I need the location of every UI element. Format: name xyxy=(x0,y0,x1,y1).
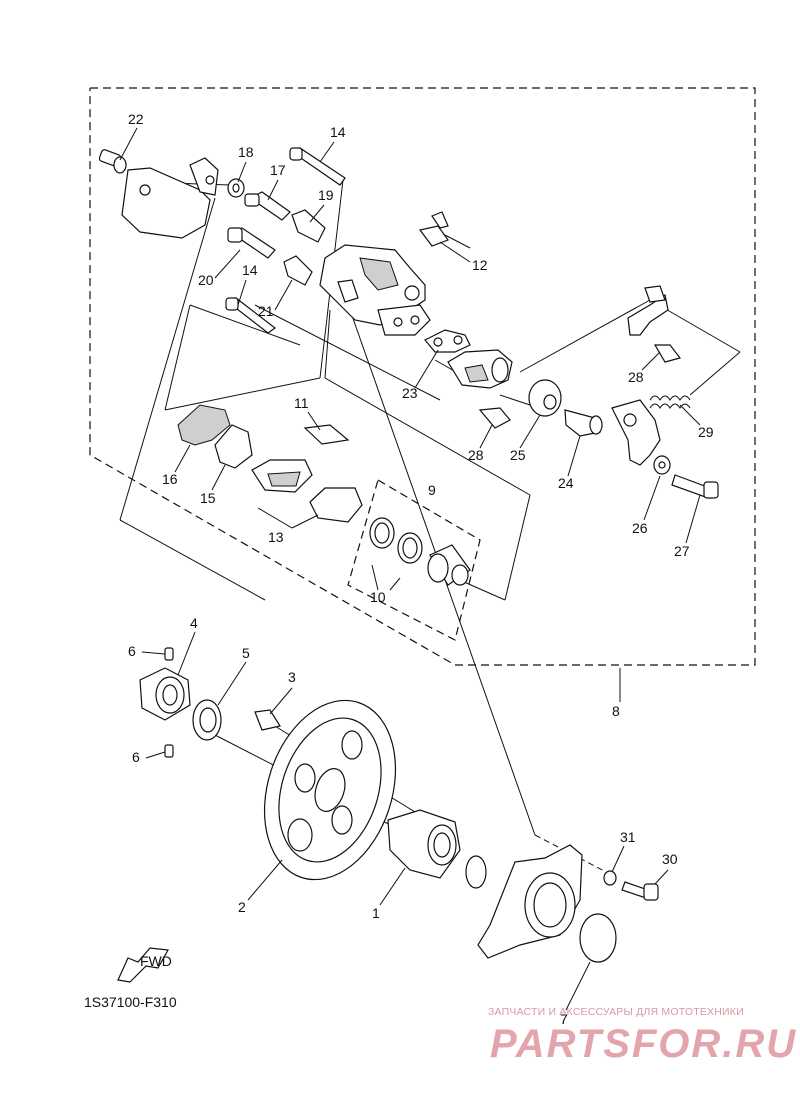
part-30-bolt xyxy=(621,881,659,901)
callout-17: 17 xyxy=(270,162,286,178)
hub-o-ring xyxy=(465,855,487,889)
caliper-body xyxy=(319,244,431,336)
callout-11: 11 xyxy=(294,395,309,411)
parking-lever xyxy=(611,399,661,466)
callout-24: 24 xyxy=(558,475,574,491)
callout-7: 7 xyxy=(560,1011,568,1027)
part-1-hub xyxy=(387,809,461,879)
part-25-roller xyxy=(528,379,562,417)
callout-15: 15 xyxy=(200,490,216,506)
callout-16: 16 xyxy=(162,471,178,487)
callout-12: 12 xyxy=(472,257,488,273)
callout-3: 3 xyxy=(288,669,296,685)
part-2-brake-disc xyxy=(263,699,397,881)
part-11-shim xyxy=(303,424,350,445)
part-24-adjuster xyxy=(564,409,603,437)
part-16-pad-plate xyxy=(177,404,231,446)
part-20-pin xyxy=(227,227,276,259)
callout-5: 5 xyxy=(242,645,250,661)
part-18-washer xyxy=(227,178,245,198)
watermark-logo[interactable]: PARTSFOR.RU xyxy=(490,1022,798,1066)
part-28-bolt-right xyxy=(653,344,682,363)
callout-29: 29 xyxy=(698,424,714,440)
callout-31: 31 xyxy=(620,829,636,845)
bracket-right-upper xyxy=(627,285,669,336)
part-7-o-ring xyxy=(579,913,617,963)
callout-26: 26 xyxy=(632,520,648,536)
fwd-label: FWD xyxy=(140,953,172,969)
callout-13: 13 xyxy=(268,529,284,545)
part-31-washer xyxy=(603,870,617,886)
callout-2: 2 xyxy=(238,899,246,915)
adapter-bracket xyxy=(447,349,513,389)
part-10-seals xyxy=(369,517,423,564)
part-21-boot xyxy=(283,255,313,286)
callout-23: 23 xyxy=(402,385,418,401)
callout-28-top: 28 xyxy=(468,447,484,463)
callout-10: 10 xyxy=(370,589,386,605)
callout-22: 22 xyxy=(128,111,144,127)
callout-28-right: 28 xyxy=(628,369,644,385)
part-4-nut xyxy=(139,667,191,721)
callout-20: 20 xyxy=(198,272,214,288)
part-14-pin-top xyxy=(289,147,346,186)
part-13-pads xyxy=(251,459,363,523)
callout-8: 8 xyxy=(612,703,620,719)
part-7-housing xyxy=(477,844,583,959)
callout-1: 1 xyxy=(372,905,380,921)
callout-4: 4 xyxy=(190,615,198,631)
callout-6-bottom: 6 xyxy=(132,749,140,765)
caliper-assembly-boundary xyxy=(89,87,756,666)
part-5-washer xyxy=(192,699,222,741)
callout-14-lower: 14 xyxy=(242,262,258,278)
part-22-bolt xyxy=(98,149,127,174)
piston-kit-boundary xyxy=(347,479,481,641)
part-15-pad xyxy=(214,424,253,469)
fwd-arrow-icon: FWD xyxy=(117,947,172,983)
callout-30: 30 xyxy=(662,851,678,867)
callout-6-top: 6 xyxy=(128,643,136,659)
watermark-tagline: ЗАПЧАСТИ И АКСЕССУАРЫ ДЛЯ МОТОТЕХНИКИ xyxy=(488,1006,744,1018)
caliper-bracket xyxy=(121,157,219,239)
callout-27: 27 xyxy=(674,543,690,559)
part-14-pin-lower xyxy=(225,297,277,334)
callout-9: 9 xyxy=(428,482,436,498)
part-28-bolt-top xyxy=(478,407,511,429)
part-19-boot xyxy=(291,209,326,243)
callout-25: 25 xyxy=(510,447,526,463)
callout-18: 18 xyxy=(238,144,254,160)
part-29-spring xyxy=(649,395,691,409)
part-3-bolt xyxy=(254,709,281,731)
diagram-code: 1S37100-F310 xyxy=(84,994,177,1010)
callout-19: 19 xyxy=(318,187,334,203)
part-12-bleeder xyxy=(418,211,471,249)
part-27-bolt xyxy=(671,474,719,499)
piston xyxy=(427,544,471,586)
callouts: 22 18 14 17 19 20 14 21 12 23 11 28 29 1… xyxy=(119,111,714,1027)
part-17-bolt xyxy=(244,191,291,221)
callout-21: 21 xyxy=(258,303,274,319)
callout-14-top: 14 xyxy=(330,124,346,140)
part-23-gasket xyxy=(424,329,471,353)
part-26-nut xyxy=(653,455,671,475)
